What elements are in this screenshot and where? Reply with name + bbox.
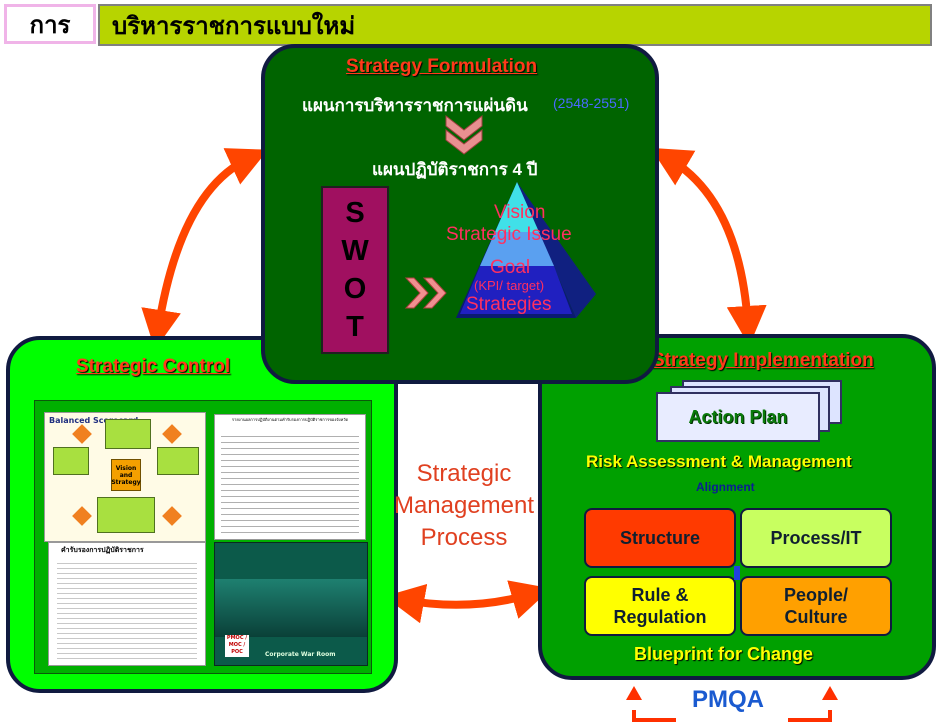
strategy-formulation-title: Strategy Formulation xyxy=(346,56,538,77)
risk-assessment-label: Risk Assessment & Management xyxy=(586,452,852,471)
people-culture-line2: Culture xyxy=(784,607,848,627)
swot-letter: S xyxy=(345,196,365,229)
center-label: Strategic Management Process xyxy=(384,458,544,554)
balanced-scorecard-panel: Balanced Scorecard Vision and Strategy xyxy=(44,412,206,542)
double-chevron-down-icon xyxy=(445,114,483,155)
arrow-formulation-implementation xyxy=(650,147,767,346)
strategy-pyramid xyxy=(456,182,596,318)
swot-box: S W O T xyxy=(321,186,389,354)
pyramid-strategies: Strategies xyxy=(466,294,552,315)
war-room-caption: Corporate War Room xyxy=(265,651,336,658)
agreement-text-lines xyxy=(57,559,197,661)
scorecard-block xyxy=(105,419,151,449)
swot-letter: T xyxy=(346,310,364,343)
scorecard-block xyxy=(157,447,199,475)
connector-bar xyxy=(734,566,740,580)
scorecard-title: Balanced Scorecard xyxy=(49,416,139,425)
arrow-control-implementation xyxy=(384,580,552,624)
double-chevron-right-icon xyxy=(404,277,447,309)
structure-box: Structure xyxy=(584,508,736,568)
header-label: การ xyxy=(4,4,96,44)
people-culture-box: People/ Culture xyxy=(740,576,892,636)
cycle-arrow-icon xyxy=(72,506,92,526)
pyramid-vision: Vision xyxy=(494,202,546,223)
cycle-arrow-icon xyxy=(162,424,182,444)
swot-letter: O xyxy=(343,272,367,305)
four-year-plan-label: แผนปฏิบัติราชการ 4 ปี xyxy=(372,160,538,179)
scorecard-block xyxy=(97,497,155,533)
war-room-label: PMOC / MOC / POC xyxy=(225,635,249,657)
blueprint-label: Blueprint for Change xyxy=(634,644,813,664)
people-culture-line1: People/ xyxy=(783,585,849,605)
cycle-arrow-icon xyxy=(162,506,182,526)
pyramid-strategic-issue: Strategic Issue xyxy=(446,224,572,245)
pmqa-label: PMQA xyxy=(692,686,764,713)
scorecard-center: Vision and Strategy xyxy=(111,459,141,491)
report-table-panel: รายงานผลการปฏิบัติงานตามคำรับรองการปฏิบั… xyxy=(214,414,366,540)
rule-regulation-box: Rule & Regulation xyxy=(584,576,736,636)
agreement-document-panel: คำรับรองการปฏิบัติราชการ xyxy=(48,542,206,666)
pyramid-kpi: (KPI/ target) xyxy=(474,278,545,293)
plan-years: (2548-2551) xyxy=(553,95,630,111)
center-label-line2: Management xyxy=(393,492,535,519)
arrow-formulation-control xyxy=(141,148,269,350)
report-title: รายงานผลการปฏิบัติงานตามคำรับรองการปฏิบั… xyxy=(231,417,349,422)
national-plan-label: แผนการบริหารราชการแผ่นดิน xyxy=(302,96,528,115)
cycle-arrow-icon xyxy=(72,424,92,444)
war-room-table xyxy=(215,579,367,637)
scorecard-block xyxy=(53,447,89,475)
pyramid-goal: Goal xyxy=(490,257,531,278)
rule-regulation-line1: Rule & xyxy=(631,585,689,605)
center-label-line3: Process xyxy=(420,524,508,551)
strategy-implementation-title: Strategy Implementation xyxy=(652,350,874,371)
agreement-title: คำรับรองการปฏิบัติราชการ xyxy=(61,546,144,554)
rule-regulation-line2: Regulation xyxy=(613,607,707,627)
pmqa-arrows xyxy=(626,686,838,722)
report-rows xyxy=(221,431,359,535)
process-it-box: Process/IT xyxy=(740,508,892,568)
strategic-control-title: Strategic Control xyxy=(76,356,231,377)
swot-letter: W xyxy=(341,234,369,267)
alignment-label: Alignment xyxy=(696,480,755,494)
center-label-line1: Strategic xyxy=(416,460,512,487)
action-plan-card: Action Plan xyxy=(656,392,820,442)
war-room-panel: PMOC / MOC / POC Corporate War Room xyxy=(214,542,368,666)
